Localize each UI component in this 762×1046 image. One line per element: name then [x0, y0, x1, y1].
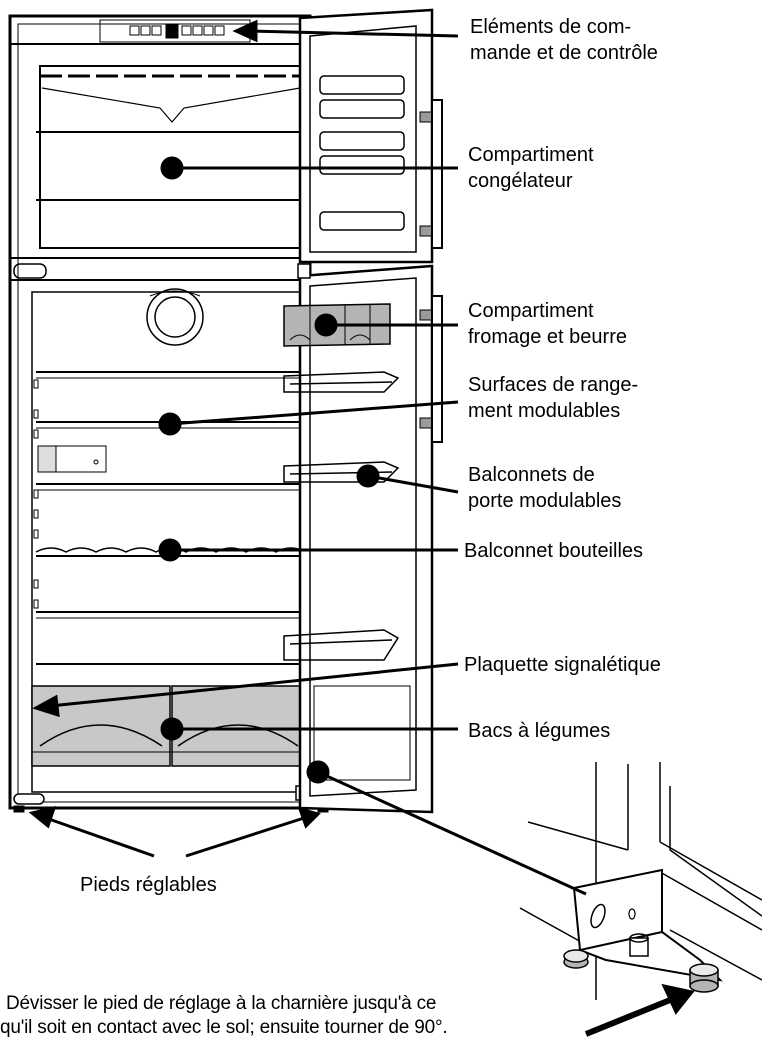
leader-feet-left	[45, 816, 155, 858]
leader-controls	[247, 29, 459, 38]
instruction-line-1: Dévisser le pied de réglage à la charniè…	[6, 993, 437, 1014]
dot-door-shelves	[356, 464, 380, 488]
label-bottle-shelf-line-1: Balconnet bouteilles	[464, 540, 644, 562]
dot-freezer	[160, 156, 184, 180]
door-balconies	[283, 371, 400, 661]
leader-shelves	[169, 400, 459, 426]
leader-lines	[28, 19, 695, 1037]
label-freezer-line-2: congélateur	[468, 170, 573, 192]
leader-rating-plate	[49, 662, 459, 708]
label-cheese-butter-line-1: Compartiment	[468, 300, 594, 322]
label-freezer-line-1: Compartiment	[468, 144, 594, 166]
dot-shelves	[158, 412, 182, 436]
label-controls-line-1: Eléments de com-	[470, 16, 632, 38]
door-handles	[419, 99, 443, 443]
hinge-foot-detail	[519, 762, 762, 1000]
arrowhead-feet-left	[28, 805, 57, 829]
leader-feet-right	[185, 816, 305, 858]
arrowhead-feet-right	[297, 806, 321, 829]
label-feet: Pieds réglables	[80, 872, 217, 898]
label-freezer: Compartiment congélateur	[468, 142, 594, 194]
label-shelves-line-2: ment modulables	[468, 400, 621, 422]
arrowhead-inset	[661, 983, 695, 1015]
fridge-door	[297, 8, 434, 814]
dot-bottle-shelf	[158, 538, 182, 562]
label-door-shelves-line-2: porte modulables	[468, 490, 622, 512]
label-rating-plate: Plaquette signalétique	[464, 652, 661, 678]
label-crispers-line-1: Bacs à légumes	[468, 720, 611, 742]
instruction-line-2: qu'il soit en contact avec le sol; ensui…	[0, 1017, 448, 1038]
fridge-cabinet	[8, 14, 312, 810]
leader-hinge	[317, 770, 587, 896]
arrowhead-rating-plate	[32, 694, 60, 718]
arrowhead-controls	[232, 19, 258, 43]
label-cheese-butter-line-2: fromage et beurre	[468, 326, 627, 348]
label-rating-plate-line-1: Plaquette signalétique	[464, 654, 661, 676]
label-door-shelves-line-1: Balconnets de	[468, 464, 595, 486]
instruction-text: Dévisser le pied de réglage à la charniè…	[0, 992, 448, 1040]
dot-crispers	[160, 717, 184, 741]
label-door-shelves: Balconnets de porte modulables	[468, 462, 621, 514]
label-bottle-shelf: Balconnet bouteilles	[464, 538, 643, 564]
leader-inset	[584, 993, 682, 1037]
dot-cheese-butter	[314, 313, 338, 337]
label-controls-line-2: mande et de contrôle	[470, 42, 658, 64]
label-controls: Eléments de com- mande et de contrôle	[470, 14, 658, 66]
label-feet-line-1: Pieds réglables	[80, 874, 217, 896]
leader-door-shelves	[367, 474, 459, 494]
label-shelves-line-1: Surfaces de range-	[468, 374, 639, 396]
label-shelves: Surfaces de range- ment modulables	[468, 372, 638, 424]
label-cheese-butter: Compartiment fromage et beurre	[468, 298, 627, 350]
label-crispers: Bacs à légumes	[468, 718, 610, 744]
control-panel	[99, 19, 251, 43]
